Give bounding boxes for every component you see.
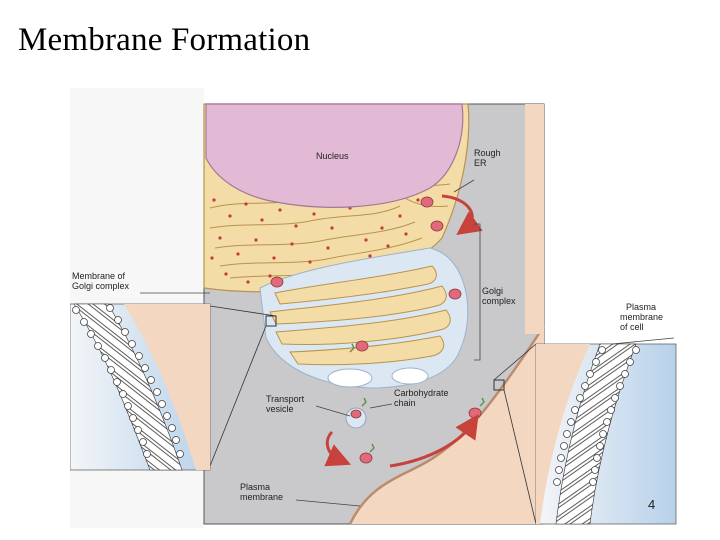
slide-title: Membrane Formation	[18, 22, 311, 58]
protein-vesicles	[270, 196, 482, 464]
arrow-to-plasma-membrane	[389, 414, 479, 468]
inset-golgi-membrane	[69, 303, 211, 471]
label-plasma-membrane-line-1: Plasma	[240, 482, 270, 492]
cell-panel	[203, 103, 546, 525]
label-plasma-membrane-of-cell-line-3: of cell	[620, 322, 644, 332]
page-number: 4	[648, 497, 656, 512]
label-carbohydrate-chain-line-1: Carbohydrate	[394, 388, 449, 398]
zoom-box-plasma	[493, 379, 505, 391]
label-plasma-membrane-of-cell-line-1: Plasma	[626, 302, 656, 312]
extracellular-space	[350, 326, 544, 524]
label-plasma-membrane-of-cell-line-2: membrane	[620, 312, 663, 322]
flow-arrows	[324, 194, 483, 468]
label-rough-er-line-1: Rough	[474, 148, 501, 158]
golgi-complex	[259, 247, 469, 389]
label-rough-er-line-2: ER	[474, 158, 487, 168]
carbohydrate-chains	[349, 343, 485, 453]
arrow-er-to-golgi	[441, 194, 483, 235]
zoom-box-golgi	[265, 315, 277, 327]
arrow-vesicle-to-membrane	[324, 430, 352, 467]
nucleus	[205, 103, 464, 208]
labels: Nucleus Rough ER Golgi complex Membrane …	[72, 148, 663, 502]
leader-lines	[140, 179, 675, 507]
label-nucleus: Nucleus	[316, 151, 349, 161]
vesicle-protein	[350, 409, 362, 419]
label-transport-vesicle-line-1: Transport	[266, 394, 305, 404]
inset-plasma-membrane	[535, 343, 677, 525]
label-membrane-of-golgi-line-1: Membrane of	[72, 271, 126, 281]
label-transport-vesicle-line-2: vesicle	[266, 404, 294, 414]
extracellular-strip	[525, 104, 544, 334]
plasma-membrane-line	[348, 325, 546, 525]
label-membrane-of-golgi-line-2: Golgi complex	[72, 281, 130, 291]
label-carbohydrate-chain-line-2: chain	[394, 398, 416, 408]
label-golgi-complex-line-2: complex	[482, 296, 516, 306]
membrane-formation-diagram: Nucleus Rough ER Golgi complex Membrane …	[69, 88, 680, 528]
label-golgi-complex-line-1: Golgi	[482, 286, 503, 296]
label-plasma-membrane-line-2: membrane	[240, 492, 283, 502]
